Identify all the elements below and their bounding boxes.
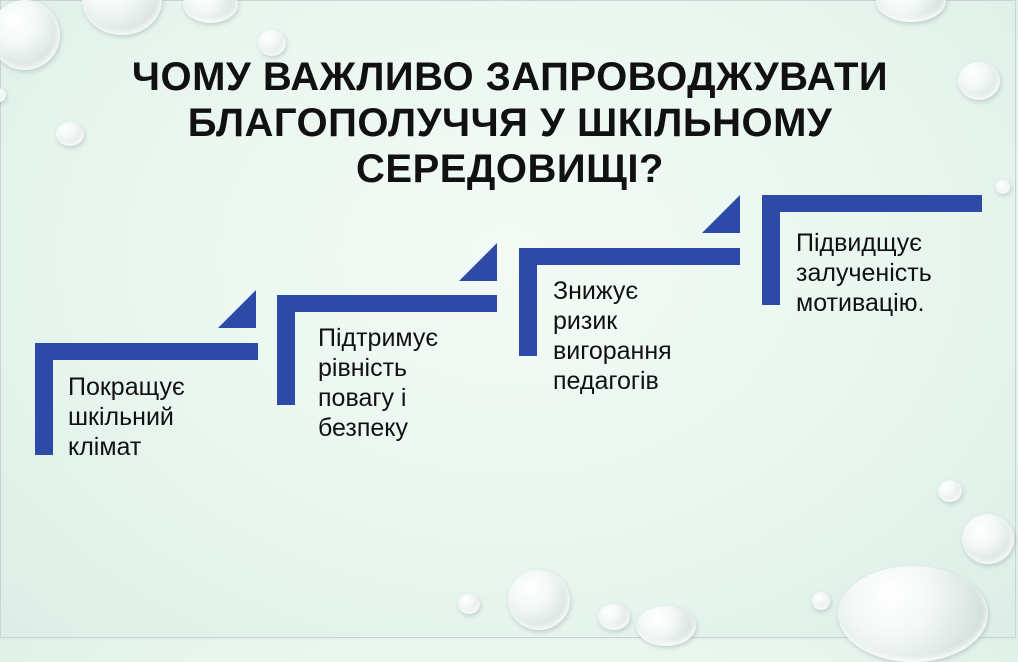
step-top-bar [519, 248, 740, 265]
step-label: Покращує шкільний клімат [68, 373, 185, 461]
step-top-bar [762, 195, 982, 212]
step-arrow-triangle [218, 290, 256, 328]
step-label: Підтримує рівність повагу і безпеку [318, 324, 439, 442]
step-left-bar [762, 195, 780, 305]
water-drop [56, 122, 84, 146]
step-top-bar [277, 295, 497, 312]
step-top-bar [35, 343, 258, 360]
water-drop [0, 0, 60, 70]
water-drop [938, 480, 962, 502]
water-drop [458, 594, 480, 614]
step-left-bar [35, 343, 53, 455]
water-drop [0, 88, 6, 102]
step-left-bar [277, 295, 295, 405]
water-drop [258, 30, 286, 56]
water-drop [838, 566, 988, 662]
step-arrow-triangle [459, 243, 497, 281]
water-drop [958, 62, 1000, 100]
water-drop [812, 592, 830, 610]
step-label: Підвидщує залученість мотивацію. [796, 229, 932, 317]
water-drop [183, 0, 238, 23]
water-drop [636, 606, 696, 646]
water-drop [876, 0, 946, 22]
water-drop [598, 604, 630, 630]
step-arrow-triangle [702, 195, 740, 233]
water-drop [508, 570, 570, 630]
step-left-bar [519, 248, 537, 356]
water-drop [962, 514, 1014, 564]
water-drop [996, 180, 1010, 194]
slide-frame [0, 0, 1016, 638]
slide-title: ЧОМУ ВАЖЛИВО ЗАПРОВОДЖУВАТИ БЛАГОПОЛУЧЧЯ… [131, 55, 889, 191]
step-label: Знижує ризик вигорання педагогів [553, 277, 672, 395]
